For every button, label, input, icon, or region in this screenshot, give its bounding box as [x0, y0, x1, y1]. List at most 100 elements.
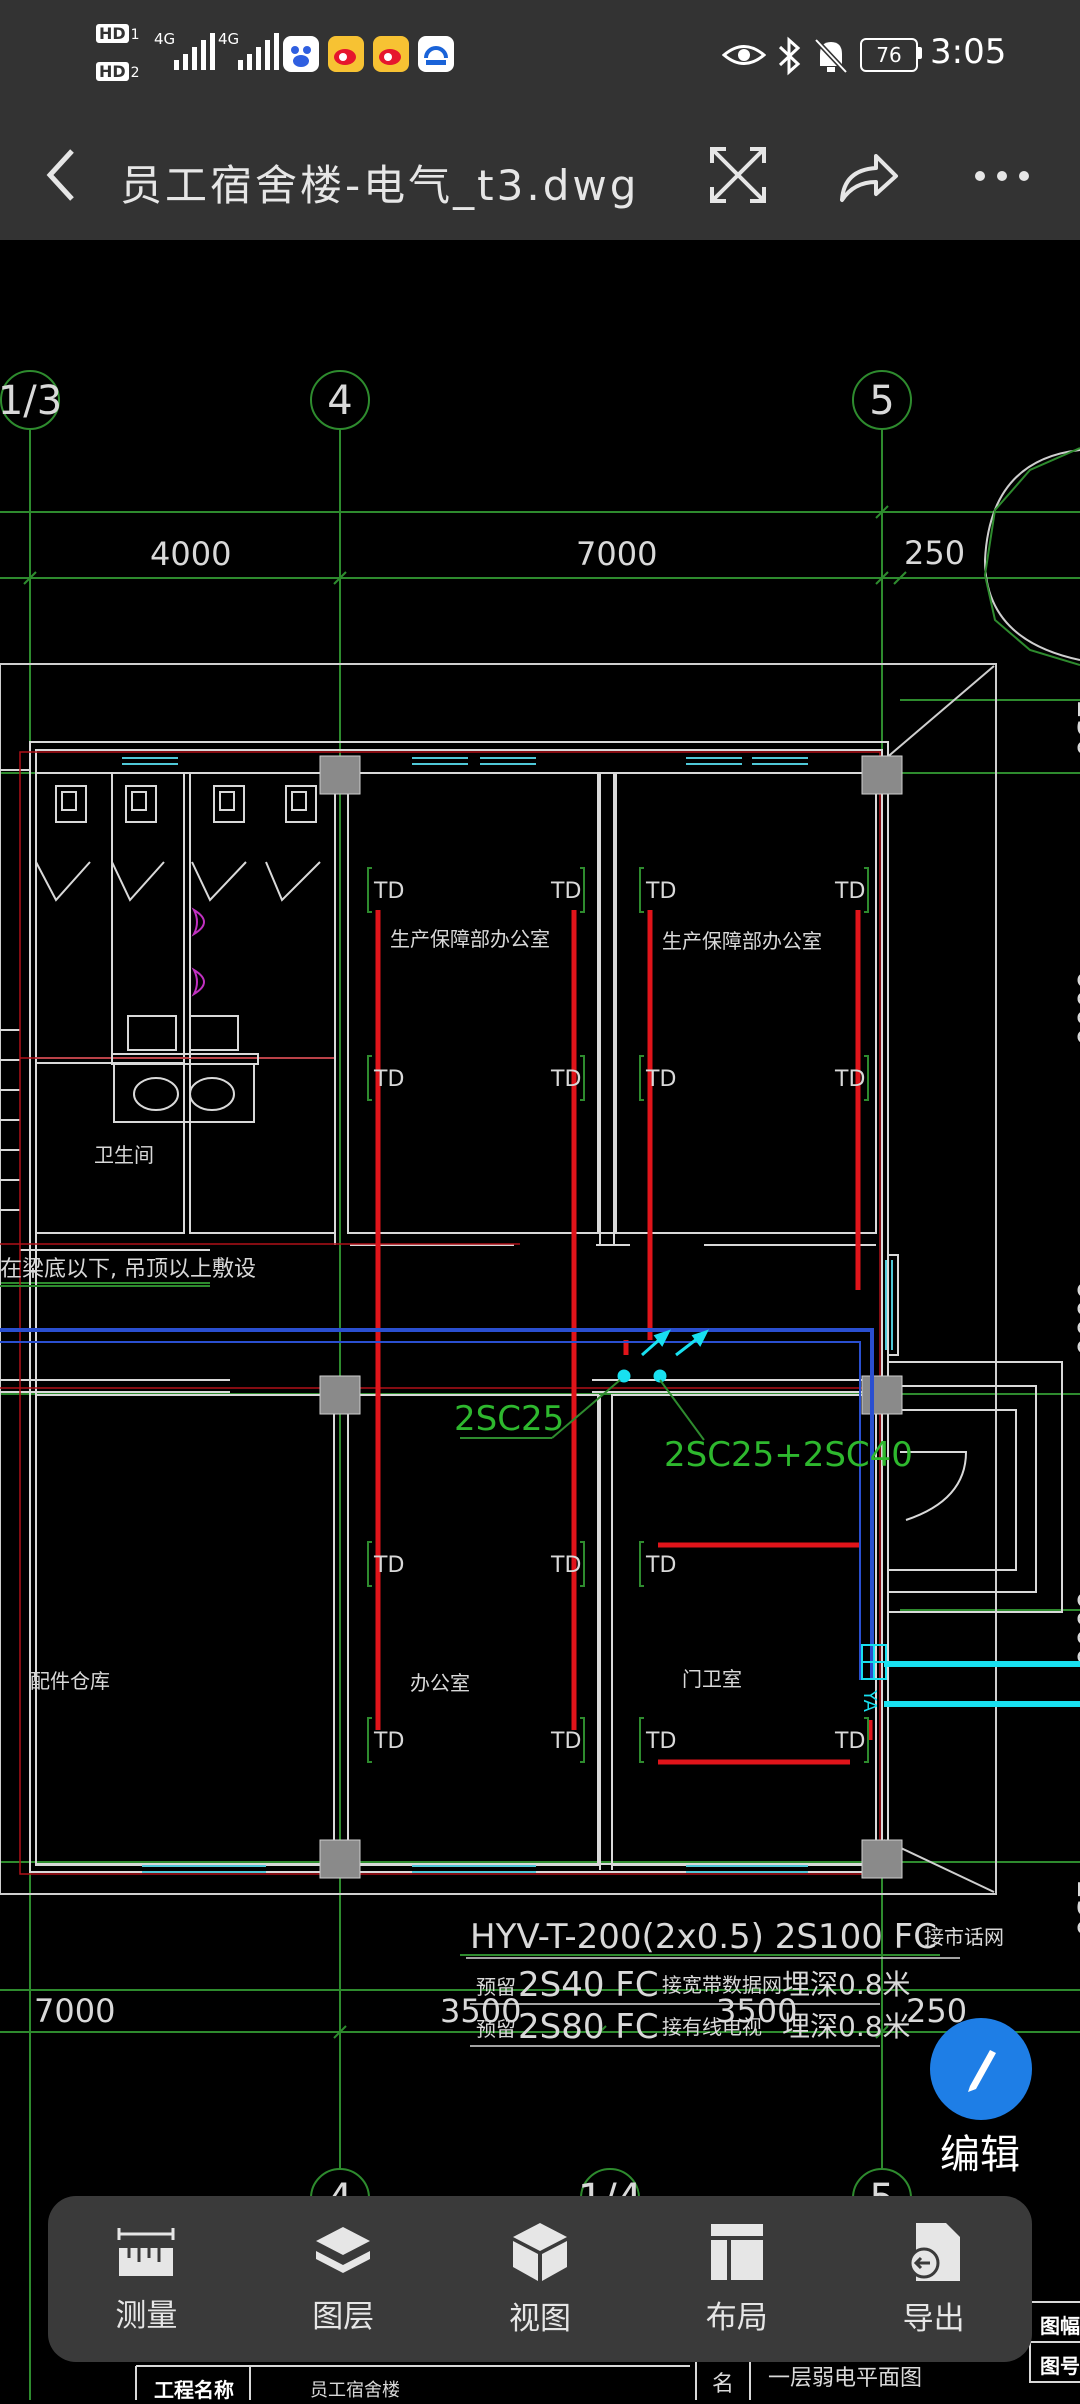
td-devices: [367, 867, 869, 1763]
room-label: 门卫室: [682, 1667, 742, 1691]
box-label: YA: [859, 1689, 880, 1713]
share-icon[interactable]: [838, 148, 900, 204]
dimension-text: 7000: [34, 1992, 115, 2030]
room-label: 卫生间: [94, 1143, 154, 1167]
export-tool-button[interactable]: 导出: [859, 2204, 1009, 2354]
cable-spec: 2S40 FC: [518, 1965, 659, 2005]
dimension-text: 3500: [716, 1992, 797, 2030]
room-label: 办公室: [410, 1671, 470, 1695]
title-block-right-1: 图幅: [1040, 2314, 1080, 2338]
back-arrow-icon[interactable]: [42, 147, 82, 203]
layout-icon: [710, 2223, 763, 2280]
network-app-icon: [418, 36, 454, 72]
td-label: TD: [645, 879, 676, 904]
file-title: 员工宿舍楼-电气_t3.dwg: [120, 161, 640, 210]
sanitary-fixtures: [35, 773, 321, 1123]
td-label: TD: [550, 1067, 581, 1092]
cable-note: 接宽带数据网: [662, 1973, 782, 1997]
room-label: 生产保障部办公室: [390, 927, 550, 951]
cable-tray: [0, 1328, 874, 1680]
mute-bell-icon: [814, 38, 848, 74]
measure-tool-button[interactable]: 测量: [71, 2204, 221, 2354]
fullscreen-icon[interactable]: [708, 145, 768, 205]
signal-bars-icon: [174, 33, 215, 70]
cube-icon: [512, 2222, 567, 2281]
td-label: TD: [645, 1067, 676, 1092]
measure-label: 测量: [115, 2297, 178, 2334]
td-label: TD: [834, 879, 865, 904]
battery-indicator: 76: [860, 38, 918, 72]
cable-depth: 埋深0.8米: [782, 1968, 911, 2001]
export-label: 导出: [902, 2300, 965, 2337]
layers-icon: [316, 2226, 371, 2273]
conduit-label: 2SC25: [454, 1399, 564, 1439]
td-label: TD: [373, 1553, 404, 1578]
title-block-right-2: 图号: [1040, 2354, 1080, 2378]
baidu-app-icon: [283, 36, 319, 72]
axis-label: 4: [327, 378, 352, 424]
td-label: TD: [550, 1553, 581, 1578]
columns: [319, 755, 903, 1879]
td-label: TD: [645, 1729, 676, 1754]
layout-label: 布局: [705, 2299, 768, 2336]
pencil-icon: [968, 2050, 996, 2092]
weibo-app-icon: [328, 36, 364, 72]
svg-text:250: 250: [1070, 1880, 1080, 1937]
conduit-label: 2SC25+2SC40: [664, 1435, 913, 1475]
cable-note: 接市话网: [924, 1925, 1004, 1949]
edit-label: 编辑: [940, 2132, 1020, 2178]
cad-canvas[interactable]: 1/3 4 5 4 1/4 5 4000 7000 250 7000 3500 …: [0, 240, 1080, 2400]
signal-bars-icon: [238, 33, 279, 70]
app-bar: 员工宿舍楼-电气_t3.dwg: [0, 110, 1080, 241]
td-label: TD: [834, 1067, 865, 1092]
more-icon[interactable]: [972, 168, 1032, 184]
axis-label: 5: [869, 378, 894, 424]
td-label: TD: [373, 1729, 404, 1754]
td-label: TD: [550, 1729, 581, 1754]
battery-tip-icon: [918, 47, 922, 59]
cable-spec: HYV-T-200(2x0.5) 2S100 FC: [470, 1917, 937, 1957]
td-label: TD: [834, 1729, 865, 1754]
layers-tool-button[interactable]: 图层: [268, 2204, 418, 2354]
eye-icon: [722, 45, 766, 65]
axis-bubble: [0, 370, 60, 430]
layers-label: 图层: [312, 2298, 375, 2335]
title-block: 工程名称 员工宿舍楼 名 一层弱电平面图 图幅 图号: [0, 2300, 1080, 2402]
svg-text:6000: 6000: [1070, 970, 1080, 1046]
room-label: 生产保障部办公室: [662, 929, 822, 953]
cable-prefix: 预留: [476, 1975, 516, 1999]
clock: 3:05: [930, 32, 1007, 72]
dimension-text: 3500: [440, 1992, 521, 2030]
svg-text:6000: 6000: [1070, 1280, 1080, 1356]
cable-spec: 2S80 FC: [518, 2007, 659, 2047]
dimension-text: 250: [904, 534, 965, 572]
edit-button[interactable]: [930, 2018, 1032, 2120]
dimension-text: 7000: [576, 535, 657, 573]
windows: [122, 757, 893, 1873]
ruler-icon: [117, 2227, 175, 2276]
layout-tool-button[interactable]: 布局: [662, 2204, 812, 2354]
cable-depth: 埋深0.8米: [782, 2010, 911, 2043]
weibo-app-icon: [373, 36, 409, 72]
room-label: 配件仓库: [30, 1669, 110, 1693]
cable-note: 接有线电视: [662, 2015, 762, 2039]
svg-text:6000: 6000: [1070, 1590, 1080, 1666]
routing-note: 在梁底以下, 吊顶以上敷设: [0, 1257, 256, 1282]
bluetooth-icon: [778, 36, 801, 76]
dimension-text: 4000: [150, 535, 231, 573]
view-tool-button[interactable]: 视图: [465, 2204, 615, 2354]
axis-bubble: [852, 370, 912, 430]
title-block-col-label: 名: [712, 2372, 735, 2397]
title-block-sheet-label: 一层弱电平面图: [768, 2366, 923, 2391]
export-icon: [908, 2222, 960, 2281]
title-block-project-label: 工程名称: [154, 2378, 234, 2402]
td-label: TD: [373, 879, 404, 904]
title-block-project-value: 员工宿舍楼: [310, 2380, 400, 2401]
bottom-toolbar: 测量 图层 视图 布局 导出: [48, 2196, 1032, 2362]
svg-text:250: 250: [1070, 700, 1080, 757]
view-label: 视图: [508, 2300, 571, 2337]
cad-drawing: 1/3 4 5 4 1/4 5 4000 7000 250 7000 3500 …: [0, 370, 1080, 2400]
axis-bubble: [310, 370, 370, 430]
